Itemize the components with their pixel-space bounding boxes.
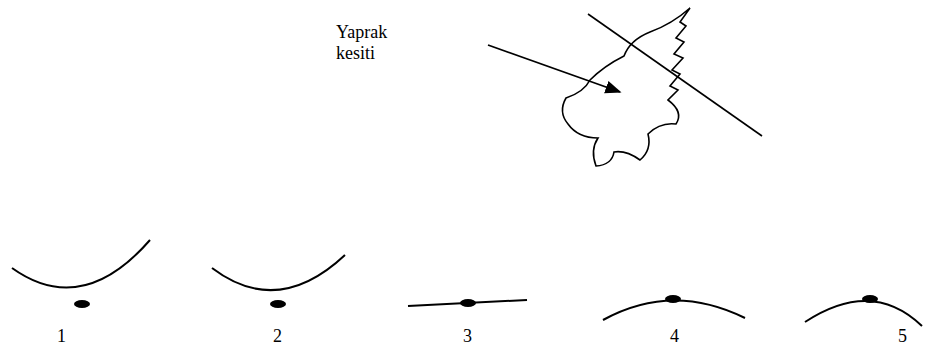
callout-number: 5 [898, 326, 907, 347]
midrib-dot [665, 295, 681, 303]
leaf-outline [562, 8, 690, 166]
section-curve [805, 301, 922, 326]
midrib-dot [74, 300, 90, 308]
section-curve [603, 300, 745, 320]
section-curve [408, 300, 527, 306]
callout-number: 2 [273, 326, 282, 347]
part-label: Yaprak kesiti [336, 22, 400, 63]
callout-number: 3 [463, 326, 472, 347]
midrib-dot [270, 300, 286, 308]
callout-number: 4 [670, 326, 679, 347]
midrib-dot [862, 295, 878, 303]
callout-number: 1 [57, 326, 66, 347]
section-curve [212, 255, 345, 290]
leader-arrow [488, 45, 620, 92]
midrib-dot [460, 299, 476, 307]
section-line [588, 14, 762, 136]
section-curve [12, 240, 150, 288]
